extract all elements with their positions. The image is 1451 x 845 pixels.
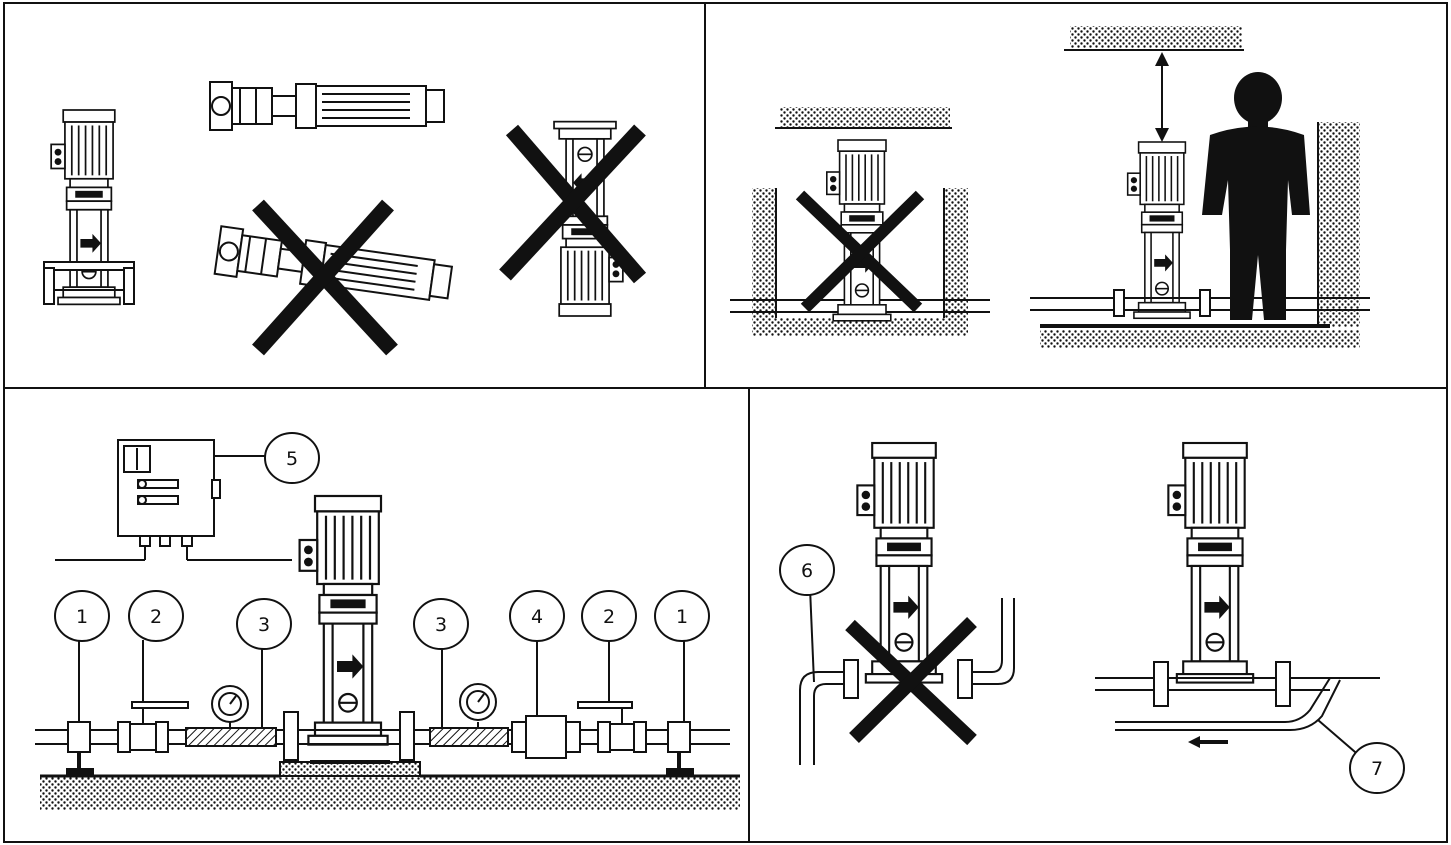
person-silhouette	[1202, 72, 1310, 320]
panel-frame-top-left	[3, 2, 706, 389]
svg-text:4: 4	[531, 606, 543, 628]
callout-1-left: 1	[54, 590, 110, 642]
svg-text:1: 1	[676, 606, 688, 628]
svg-text:2: 2	[150, 606, 162, 628]
cross-mark-icon	[845, 617, 977, 746]
callout-6: 6	[779, 544, 835, 596]
panel-frame-bottom-left	[3, 387, 750, 843]
callout-1-right: 1	[654, 590, 710, 642]
callout-7: 7	[1349, 742, 1405, 794]
cross-mark-icon	[252, 199, 398, 356]
callout-2-left: 2	[128, 590, 184, 642]
callout-2-right: 2	[581, 590, 637, 642]
svg-text:2: 2	[603, 606, 615, 628]
panel-installation: 1 2 3 3 4 2 1 5	[35, 432, 740, 810]
callout-5: 5	[264, 432, 320, 484]
svg-text:5: 5	[286, 448, 298, 470]
callout-3-left: 3	[236, 598, 292, 650]
svg-text:1: 1	[76, 606, 88, 628]
panel-pipe-connection: 6 7	[779, 441, 1405, 794]
callout-4: 4	[509, 590, 565, 642]
panel-frame-bottom-right	[748, 387, 1448, 843]
cross-mark-icon	[795, 190, 925, 313]
panel-clearance	[730, 26, 1370, 348]
panel-orientation	[43, 81, 647, 356]
flow-arrow-icon	[1188, 736, 1228, 748]
cross-mark-icon	[499, 124, 647, 284]
callout-3-right: 3	[413, 598, 469, 650]
panel-frame-top-right	[704, 2, 1448, 389]
svg-text:3: 3	[435, 614, 447, 636]
svg-text:7: 7	[1371, 758, 1383, 780]
svg-text:3: 3	[258, 614, 270, 636]
svg-text:6: 6	[801, 560, 813, 582]
